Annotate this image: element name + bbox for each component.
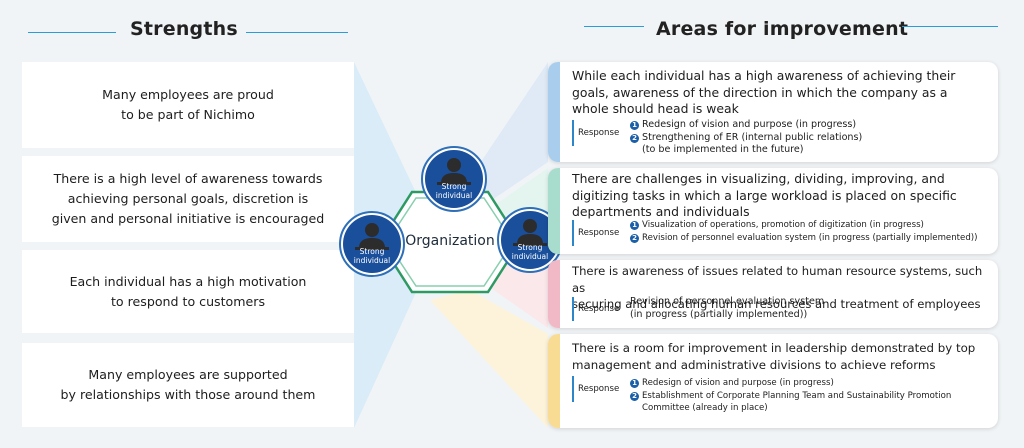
response-text: Strengthening of ER (internal public rel… bbox=[642, 131, 863, 156]
response-text: Visualization of operations, promotion o… bbox=[642, 220, 924, 230]
strength-box: There is a high level of awareness towar… bbox=[22, 156, 354, 242]
improvement-rule-right bbox=[902, 26, 998, 27]
response-label: Response bbox=[572, 297, 619, 321]
response-label: Response bbox=[572, 120, 619, 146]
number-badge: 2 bbox=[630, 391, 639, 401]
response-label: Response bbox=[572, 376, 619, 402]
response-text: Establishment of Corporate Planning Team… bbox=[642, 390, 952, 414]
strengths-rule-left bbox=[28, 32, 116, 33]
improvement-title: While each individual has a high awarene… bbox=[572, 68, 956, 116]
badge-label-individual: individual bbox=[353, 255, 391, 265]
strength-text: Each individual has a high motivation to… bbox=[69, 273, 307, 309]
badge-label-individual: individual bbox=[511, 251, 549, 261]
response-item: Revision of personnel evaluation system … bbox=[630, 296, 992, 321]
strength-text: Many employees are proud to be part of N… bbox=[102, 87, 274, 122]
badge-label-individual: individual bbox=[435, 190, 473, 200]
strength-box: Each individual has a high motivation to… bbox=[22, 250, 354, 333]
strength-box: Many employees are proud to be part of N… bbox=[22, 62, 354, 148]
improvement-rule-left bbox=[584, 26, 644, 27]
person-icon bbox=[497, 207, 563, 273]
improvement-card: There is a room for improvement in leade… bbox=[548, 334, 998, 428]
number-badge: 2 bbox=[630, 133, 639, 143]
card-color-bar bbox=[548, 334, 560, 428]
number-badge: 1 bbox=[630, 221, 639, 230]
strong-individual-badge: Strong individual bbox=[496, 206, 564, 274]
fan-yellow bbox=[430, 290, 548, 428]
strength-box: Many employees are supported by relation… bbox=[22, 343, 354, 427]
badge-label-strong: Strong bbox=[517, 243, 543, 252]
response-text: Redesign of vision and purpose (in progr… bbox=[642, 378, 834, 388]
response-text: Revision of personnel evaluation system … bbox=[642, 232, 978, 243]
improvement-title: There are challenges in visualizing, div… bbox=[572, 171, 957, 219]
badge-label-strong: Strong bbox=[441, 182, 467, 191]
strengths-rule-right bbox=[246, 32, 348, 33]
number-badge: 2 bbox=[630, 233, 639, 243]
person-icon bbox=[339, 211, 405, 277]
improvement-card: There are challenges in visualizing, div… bbox=[548, 168, 998, 254]
card-color-bar bbox=[548, 260, 560, 328]
organization-label: Organization bbox=[405, 233, 495, 249]
card-color-bar bbox=[548, 62, 560, 162]
person-icon bbox=[421, 146, 487, 212]
improvement-card: There is awareness of issues related to … bbox=[548, 260, 998, 328]
response-text: Revision of personnel evaluation system … bbox=[630, 296, 825, 320]
strengths-heading: Strengths bbox=[130, 18, 238, 40]
strong-individual-badge: Strong individual bbox=[420, 145, 488, 213]
improvement-card: While each individual has a high awarene… bbox=[548, 62, 998, 162]
improvement-title: There is awareness of issues related to … bbox=[572, 264, 983, 311]
strength-text: Many employees are supported by relation… bbox=[60, 367, 316, 402]
response-list: Revision of personnel evaluation system … bbox=[630, 296, 992, 321]
number-badge: 1 bbox=[630, 121, 639, 130]
strong-individual-badge: Strong individual bbox=[338, 210, 406, 278]
response-label: Response bbox=[572, 220, 619, 246]
fan-blue bbox=[470, 62, 548, 200]
response-text: Redesign of vision and purpose (in progr… bbox=[642, 119, 857, 130]
improvement-heading: Areas for improvement bbox=[656, 18, 909, 40]
card-color-bar bbox=[548, 168, 560, 254]
number-badge: 1 bbox=[630, 379, 639, 388]
strength-text: There is a high level of awareness towar… bbox=[51, 171, 325, 226]
improvement-title: There is a room for improvement in leade… bbox=[572, 341, 976, 372]
badge-label-strong: Strong bbox=[359, 247, 385, 256]
